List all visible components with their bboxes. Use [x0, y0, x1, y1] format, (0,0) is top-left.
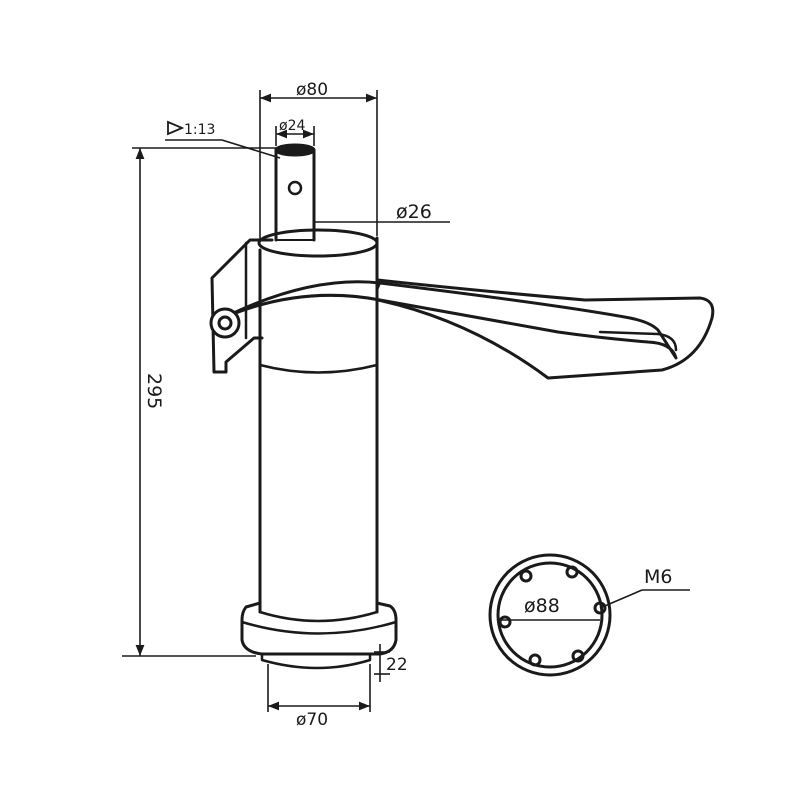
side-bracket [210, 238, 274, 374]
top-shaft [274, 143, 316, 242]
dim-taper: 1:13 [184, 122, 215, 138]
base-flange [240, 601, 398, 670]
dim-outer-diameter: ø80 [296, 80, 328, 100]
dimension-lines [122, 90, 690, 712]
dim-tip-diameter: ø24 [279, 118, 305, 134]
dim-thread: M6 [644, 566, 672, 588]
dim-base-diameter: ø70 [296, 710, 328, 730]
dim-shaft-diameter: ø26 [396, 201, 432, 223]
dim-base-height: 22 [386, 655, 408, 675]
dim-bolt-circle: ø88 [524, 595, 560, 617]
cylinder-body [257, 228, 379, 614]
pump-handle [209, 278, 715, 380]
dim-height: 295 [143, 373, 165, 409]
bolt-circle-view [488, 553, 612, 677]
